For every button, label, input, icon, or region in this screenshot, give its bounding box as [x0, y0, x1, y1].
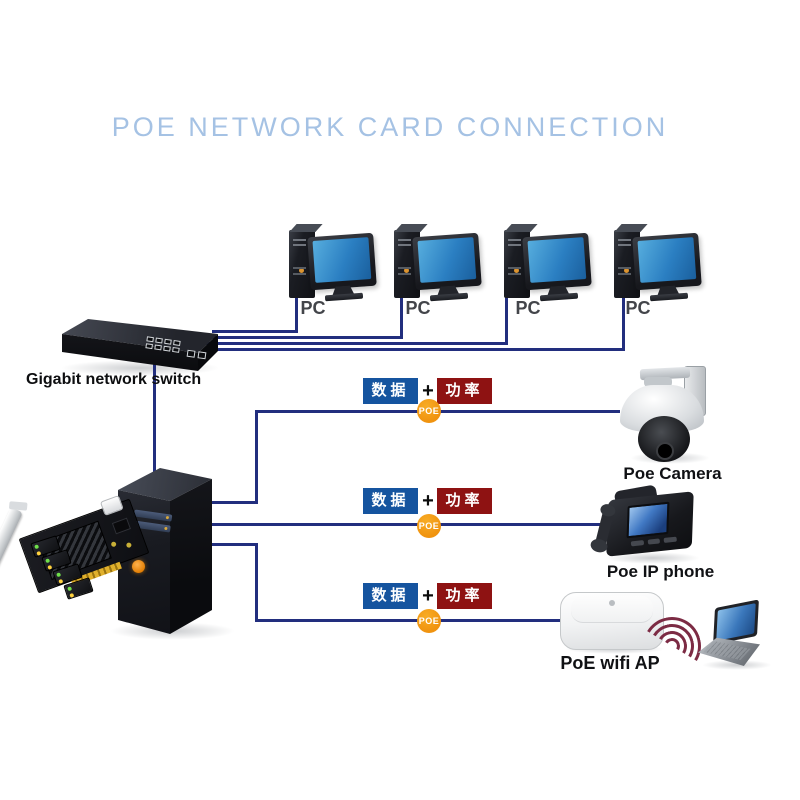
- phone-label: Poe IP phone: [606, 562, 715, 581]
- connection-line: [622, 292, 625, 351]
- poe-badge: POE: [417, 514, 441, 538]
- pc-workstation-4: PC: [608, 222, 703, 320]
- plus-sign: +: [422, 585, 434, 607]
- pc-label: PC: [515, 298, 541, 318]
- connection-line: [153, 360, 156, 472]
- plus-sign: +: [422, 380, 434, 402]
- data-box: 数据: [363, 378, 418, 404]
- poe-camera-icon: [612, 360, 724, 465]
- nic-capacitor: [125, 541, 133, 549]
- monitor-screen: [527, 237, 587, 283]
- tower-side-face: [170, 479, 212, 634]
- connection-line: [212, 330, 298, 333]
- pc-label: PC: [625, 298, 651, 318]
- poe-wifi-ap-icon: [560, 592, 664, 650]
- nic-power-connector: [99, 495, 124, 517]
- connection-line: [210, 501, 258, 504]
- connection-line: [255, 619, 568, 622]
- monitor-screen: [637, 237, 697, 283]
- connection-line: [400, 292, 403, 339]
- camera-neck: [644, 377, 672, 387]
- power-button-icon: [132, 560, 145, 573]
- laptop-screen: [713, 599, 759, 645]
- gigabit-switch-icon: [50, 314, 225, 374]
- power-box: 功率: [437, 583, 492, 609]
- power-led-icon: [404, 268, 409, 273]
- connection-line: [210, 523, 602, 526]
- phone-shadow: [605, 552, 700, 564]
- connection-line: [205, 342, 508, 345]
- connection-line: [210, 543, 258, 546]
- pc-monitor-icon: [632, 232, 702, 291]
- camera-lens-ball: [638, 416, 690, 462]
- connection-line: [295, 292, 298, 333]
- connection-line: [205, 336, 403, 339]
- pc-monitor-icon: [522, 232, 592, 291]
- diagram-title: POE NETWORK CARD CONNECTION: [111, 112, 669, 142]
- pc-workstation-1: PC: [283, 222, 378, 320]
- data-box: 数据: [363, 488, 418, 514]
- monitor-screen: [417, 237, 477, 283]
- pc-workstation-3: PC: [498, 222, 593, 320]
- connection-line: [255, 411, 258, 504]
- data-box: 数据: [363, 583, 418, 609]
- nic-bracket: [0, 507, 23, 616]
- pc-label: PC: [405, 298, 431, 318]
- pc-workstation-2: PC: [388, 222, 483, 320]
- poe-ip-phone-icon: [593, 484, 701, 564]
- connection-line: [255, 543, 258, 622]
- connection-line: [505, 292, 508, 345]
- power-led-icon: [624, 268, 629, 273]
- ap-status-dot: [609, 600, 615, 606]
- host-pc-tower-icon: [112, 462, 217, 637]
- ap-label: PoE wifi AP: [560, 653, 660, 673]
- monitor-screen: [312, 237, 372, 283]
- nic-chip: [111, 517, 131, 535]
- pc-monitor-icon: [307, 232, 377, 291]
- power-led-icon: [299, 268, 304, 273]
- power-led-icon: [514, 268, 519, 273]
- power-box: 功率: [437, 488, 492, 514]
- switch-label: Gigabit network switch: [26, 371, 202, 388]
- power-box: 功率: [437, 378, 492, 404]
- plus-sign: +: [422, 490, 434, 512]
- connection-line: [208, 348, 625, 351]
- laptop-icon: [698, 599, 764, 672]
- nic-capacitor: [110, 541, 117, 548]
- laptop-shadow: [702, 660, 772, 670]
- phone-screen: [626, 501, 670, 539]
- pc-monitor-icon: [412, 232, 482, 291]
- poe-badge: POE: [417, 609, 441, 633]
- pc-label: PC: [300, 298, 326, 318]
- camera-label: Poe Camera: [623, 464, 722, 483]
- poe-badge: POE: [417, 399, 441, 423]
- poe-network-card-icon: [0, 495, 170, 645]
